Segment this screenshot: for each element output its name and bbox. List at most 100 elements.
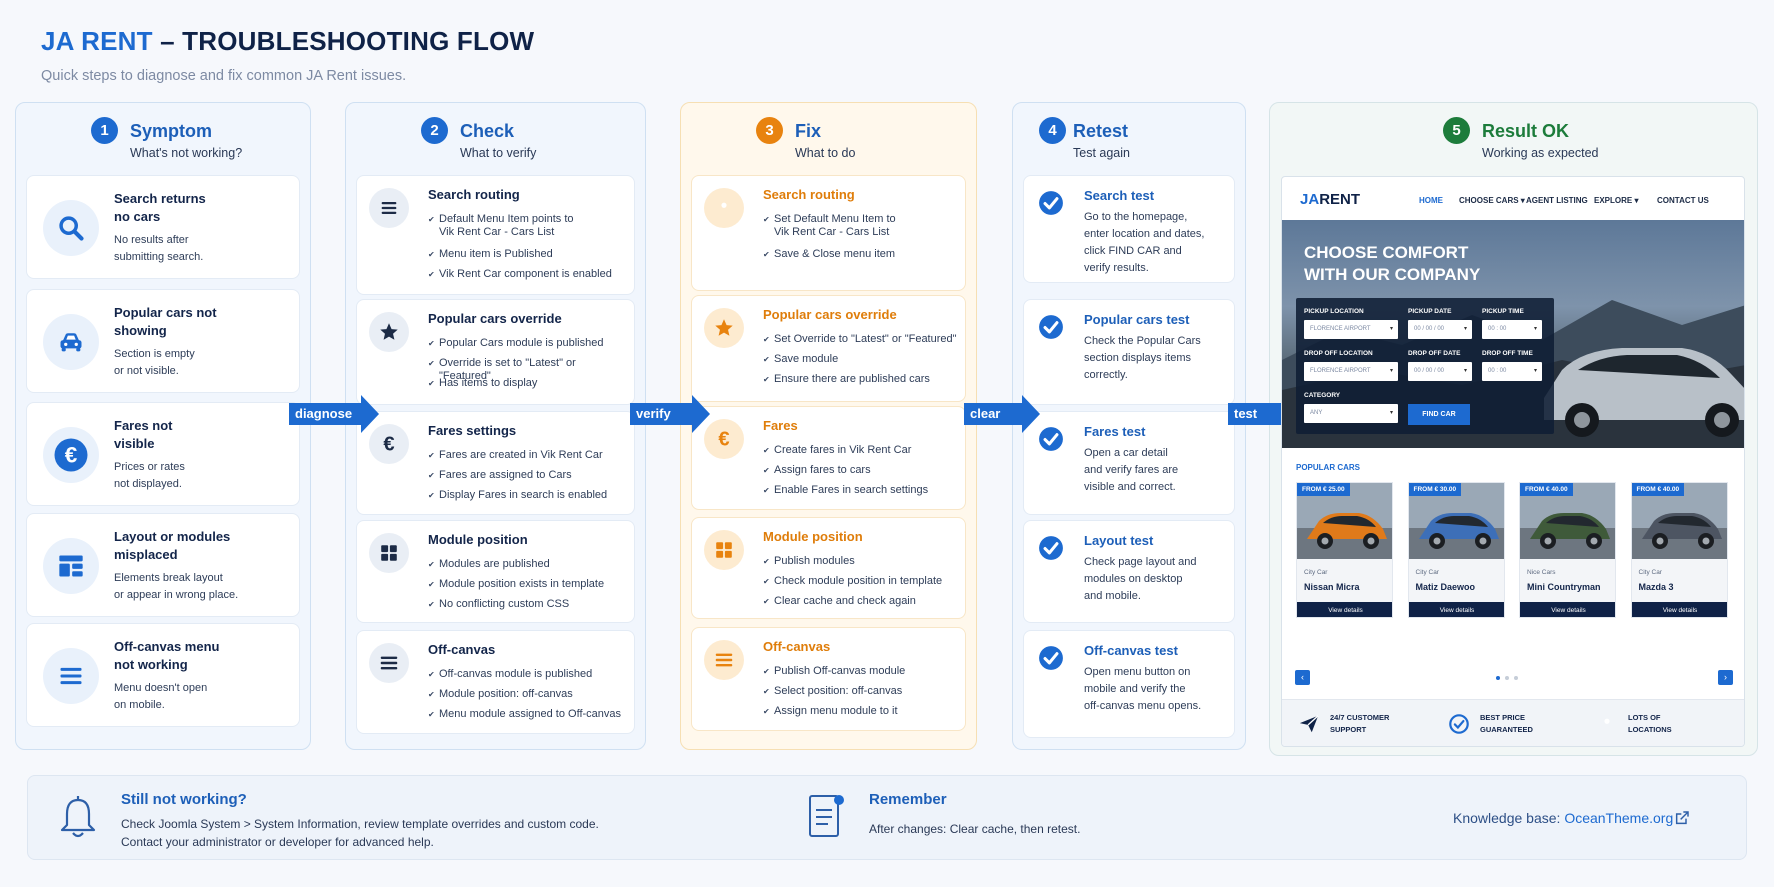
step-title: Check xyxy=(460,121,515,141)
menu-icon xyxy=(380,656,398,670)
pickup-date-field[interactable]: 00 / 00 / 00 ▾ xyxy=(1408,320,1472,339)
nav-item-4[interactable]: EXPLORE ▾ xyxy=(1594,196,1639,205)
car-type: City Car xyxy=(1638,569,1662,576)
still-title: Still not working? xyxy=(121,791,247,808)
card-4: Module positionModules are publishedModu… xyxy=(356,520,635,623)
carousel-dot[interactable] xyxy=(1496,676,1500,680)
card-description: Go to the homepage,enter location and da… xyxy=(1084,211,1205,274)
checklist-item: No conflicting custom CSS xyxy=(428,598,630,618)
pickup-time-field[interactable]: 00 : 00 ▾ xyxy=(1482,320,1542,339)
card-title: Search routing xyxy=(763,187,855,202)
hero-car xyxy=(1544,348,1744,437)
dropoff-time-field[interactable]: 00 : 00 ▾ xyxy=(1482,362,1542,381)
carousel-dot[interactable] xyxy=(1514,676,1518,680)
dropdown-arrow: ▾ xyxy=(1389,326,1393,332)
step-number: 2 xyxy=(421,117,448,144)
header: JA RENT – TROUBLESHOOTING FLOW Quick ste… xyxy=(41,26,534,84)
find-car-button[interactable]: FIND CAR xyxy=(1408,404,1470,425)
remember-title: Remember xyxy=(869,791,947,808)
view-details-button[interactable]: View details xyxy=(1297,602,1392,617)
step-title: Result OK xyxy=(1482,121,1570,141)
dropdown-arrow: ▾ xyxy=(1533,326,1537,332)
nav-item-5[interactable]: CONTACT US xyxy=(1657,196,1709,205)
icon-badge xyxy=(369,643,409,683)
bell-icon xyxy=(60,796,96,838)
card-title: Module position xyxy=(763,529,863,544)
checklist-item: Module position: off-canvas xyxy=(428,688,630,708)
carousel-prev-button[interactable]: ‹ xyxy=(1295,670,1310,685)
title-text: – TROUBLESHOOTING FLOW xyxy=(152,26,535,56)
icon-badge xyxy=(43,648,99,704)
car-icon xyxy=(60,333,82,352)
pickup-location-field[interactable]: FLORENCE AIRPORT ▾ xyxy=(1304,320,1398,339)
kb-link[interactable]: OceanTheme.org xyxy=(1564,810,1674,826)
card-title: Popular cars override xyxy=(763,307,897,322)
checklist: Modules are publishedModule position exi… xyxy=(428,558,630,618)
card-3: €FaresCreate fares in Vik Rent CarAssign… xyxy=(691,406,966,510)
search-icon xyxy=(59,216,84,241)
checklist-item: Save module xyxy=(763,353,961,373)
checklist-item: Module position exists in template xyxy=(428,578,630,598)
checklist-item: Publish modules xyxy=(763,555,961,575)
nav-item-2[interactable]: CHOOSE CARS ▾ xyxy=(1459,196,1525,205)
card-title: Off-canvas xyxy=(763,639,831,654)
card-title: Fares test xyxy=(1084,424,1146,439)
view-details-button[interactable]: View details xyxy=(1520,602,1615,617)
dropoff-location-label: DROP OFF LOCATION xyxy=(1304,350,1373,357)
check-circle-outline-icon xyxy=(1449,714,1469,734)
step-number: 1 xyxy=(91,117,118,144)
card-1: Search routingSet Default Menu Item toVi… xyxy=(691,175,966,291)
pickup-date-label: PICKUP DATE xyxy=(1408,308,1452,315)
dropoff-date-field[interactable]: 00 / 00 / 00 ▾ xyxy=(1408,362,1472,381)
star-icon xyxy=(715,319,733,336)
car-name: Mazda 3 xyxy=(1638,582,1674,592)
logo-ja: JA xyxy=(1300,191,1320,208)
arrow-diagnose: diagnose xyxy=(289,395,379,433)
dropoff-location-field[interactable]: FLORENCE AIRPORT ▾ xyxy=(1304,362,1398,381)
icon-badge xyxy=(704,308,744,348)
step-number: 3 xyxy=(756,117,783,144)
price-badge: FROM € 30.00 xyxy=(1408,483,1462,496)
checklist: Popular Cars module is publishedOverride… xyxy=(428,337,630,397)
icon-badge xyxy=(43,538,99,594)
nav-item-1[interactable]: HOME xyxy=(1419,196,1443,205)
carousel-next-button[interactable]: › xyxy=(1718,670,1733,685)
checklist-item: Save & Close menu item xyxy=(763,248,961,268)
view-details-button[interactable]: View details xyxy=(1408,602,1504,617)
carousel-dot[interactable] xyxy=(1505,676,1509,680)
category-field[interactable]: ANY ▾ xyxy=(1304,404,1398,423)
car-type: Nice Cars xyxy=(1527,569,1556,576)
card-5: Off-canvasOff-canvas module is published… xyxy=(356,630,635,734)
checklist: Fares are created in Vik Rent CarFares a… xyxy=(428,449,630,509)
external-link-icon[interactable] xyxy=(1674,810,1690,826)
view-details-button[interactable]: View details xyxy=(1631,602,1727,617)
step-subtitle: What to do xyxy=(795,146,856,160)
icon-badge: € xyxy=(369,424,409,464)
page-title: JA RENT – TROUBLESHOOTING FLOW xyxy=(41,26,534,57)
checklist: Off-canvas module is publishedModule pos… xyxy=(428,668,630,728)
arrow-verify: verify xyxy=(630,395,710,433)
step-title: Retest xyxy=(1073,121,1129,141)
checklist-item: Fares are assigned to Cars xyxy=(428,469,630,489)
icon-badge xyxy=(1038,535,1064,561)
icon-badge xyxy=(704,530,744,570)
star-icon xyxy=(380,323,398,340)
nav-item-3[interactable]: AGENT LISTING xyxy=(1526,196,1588,205)
